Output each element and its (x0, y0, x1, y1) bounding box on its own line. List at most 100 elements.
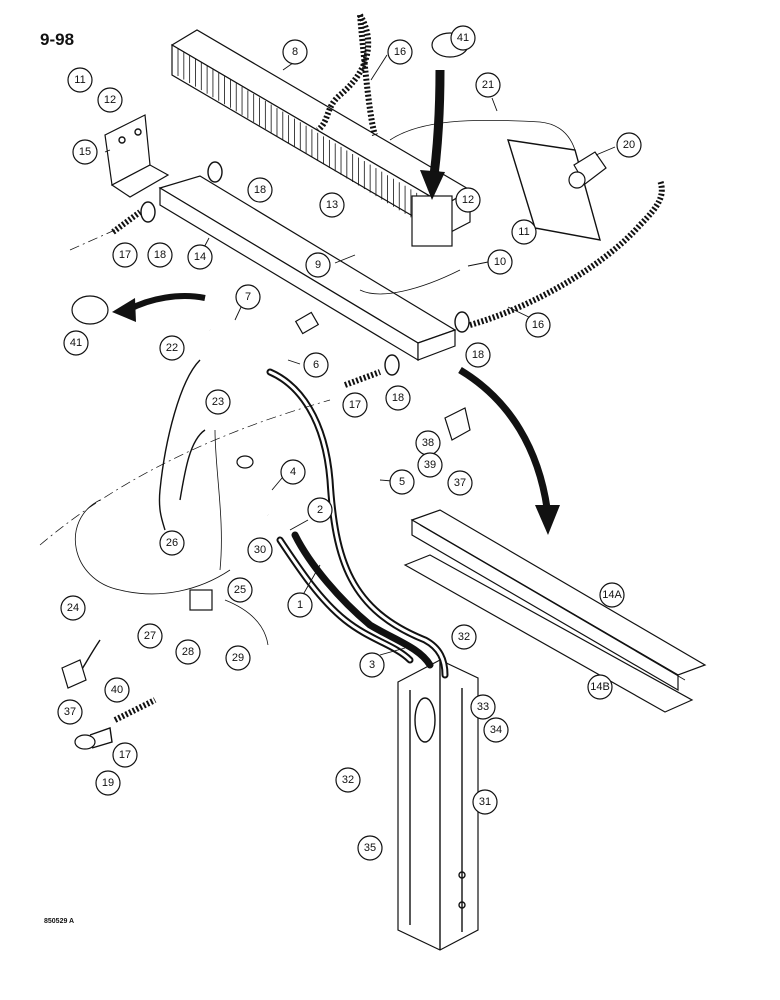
callout-2: 2 (307, 497, 333, 523)
callout-label: 3 (369, 659, 375, 671)
callout-label: 10 (494, 256, 506, 268)
callout-label: 18 (472, 349, 484, 361)
callout-6: 6 (303, 352, 329, 378)
callout-16: 16 (387, 39, 413, 65)
drip-pan-assembly (403, 509, 707, 713)
callout-label: 1 (297, 599, 303, 611)
callout-label: 2 (317, 504, 323, 516)
callout-label: 37 (64, 706, 76, 718)
callout-30: 30 (247, 537, 273, 563)
callout-label: 4 (290, 466, 296, 478)
callout-21: 21 (475, 72, 501, 98)
callout-34: 34 (483, 717, 509, 743)
callout-label: 23 (212, 396, 224, 408)
corrugated-hoses (315, 13, 665, 328)
callout-18: 18 (465, 342, 491, 368)
callout-38: 38 (415, 430, 441, 456)
callout-label: 17 (119, 249, 131, 261)
heater-hoses (266, 368, 449, 679)
callout-label: 5 (399, 476, 405, 488)
flow-arrows (112, 69, 560, 535)
hose-elbow (236, 455, 270, 517)
callout-3: 3 (359, 652, 385, 678)
callout-24: 24 (60, 595, 86, 621)
callout-32: 32 (451, 624, 477, 650)
callout-label: 32 (342, 774, 354, 786)
callout-4: 4 (280, 459, 306, 485)
callout-label: 37 (454, 477, 466, 489)
callout-31: 31 (472, 789, 498, 815)
callout-label: 29 (232, 652, 244, 664)
callout-28: 28 (175, 639, 201, 665)
callout-1: 1 (287, 592, 313, 618)
callout-label: 16 (394, 46, 406, 58)
callout-label: 14B (590, 681, 610, 693)
callout-22: 22 (159, 335, 185, 361)
callout-label: 16 (532, 319, 544, 331)
callout-label: 34 (490, 724, 502, 736)
callout-label: 18 (154, 249, 166, 261)
callout-label: 30 (254, 544, 266, 556)
callout-13: 13 (319, 192, 345, 218)
callout-14: 14 (187, 244, 213, 270)
callout-14a: 14A (599, 582, 625, 608)
heater-core (170, 29, 472, 247)
callout-label: 11 (74, 74, 85, 86)
callout-label: 17 (349, 399, 361, 411)
callout-label: 6 (313, 359, 319, 371)
callout-8: 8 (282, 39, 308, 65)
callout-label: 22 (166, 342, 178, 354)
callout-label: 19 (102, 777, 114, 789)
callout-label: 27 (144, 630, 156, 642)
switch-and-clips (61, 407, 471, 689)
callout-label: 41 (70, 337, 82, 349)
callout-12: 12 (455, 187, 481, 213)
bracket (104, 114, 170, 198)
callout-label: 41 (457, 32, 469, 44)
callout-10: 10 (487, 249, 513, 275)
callout-label: 31 (479, 796, 491, 808)
callout-label: 25 (234, 584, 246, 596)
callout-14b: 14B (587, 674, 613, 700)
callout-label: 14A (602, 589, 622, 601)
callout-40: 40 (104, 677, 130, 703)
callout-label: 39 (424, 459, 436, 471)
callout-label: 15 (79, 146, 91, 158)
callout-39: 39 (417, 452, 443, 478)
callout-label: 12 (104, 94, 116, 106)
callout-11: 11 (511, 219, 537, 245)
mounting-channel (397, 659, 479, 951)
drawing-number: 850529 A (44, 918, 75, 925)
callout-12: 12 (97, 87, 123, 113)
callout-37: 37 (57, 699, 83, 725)
callout-label: 26 (166, 537, 178, 549)
callout-32: 32 (335, 767, 361, 793)
callout-11: 11 (67, 67, 93, 93)
callout-19: 19 (95, 770, 121, 796)
callout-33: 33 (470, 694, 496, 720)
callout-18: 18 (247, 177, 273, 203)
callout-label: 18 (392, 392, 404, 404)
callout-label: 20 (623, 139, 635, 151)
callout-label: 17 (119, 749, 131, 761)
callout-label: 33 (477, 701, 489, 713)
callout-label: 13 (326, 199, 338, 211)
callout-17: 17 (112, 742, 138, 768)
control-panel (507, 139, 607, 241)
page-number: 9-98 (40, 30, 75, 49)
wiring (39, 119, 576, 673)
callout-37: 37 (447, 470, 473, 496)
callout-18: 18 (385, 385, 411, 411)
callout-label: 24 (67, 602, 79, 614)
callout-5: 5 (389, 469, 415, 495)
callout-20: 20 (616, 132, 642, 158)
callout-label: 28 (182, 646, 194, 658)
callout-label: 35 (364, 842, 376, 854)
callout-35: 35 (357, 835, 383, 861)
callout-label: 9 (315, 259, 321, 271)
callout-label: 7 (245, 291, 251, 303)
callout-label: 14 (194, 251, 206, 263)
callout-41: 41 (63, 330, 89, 356)
